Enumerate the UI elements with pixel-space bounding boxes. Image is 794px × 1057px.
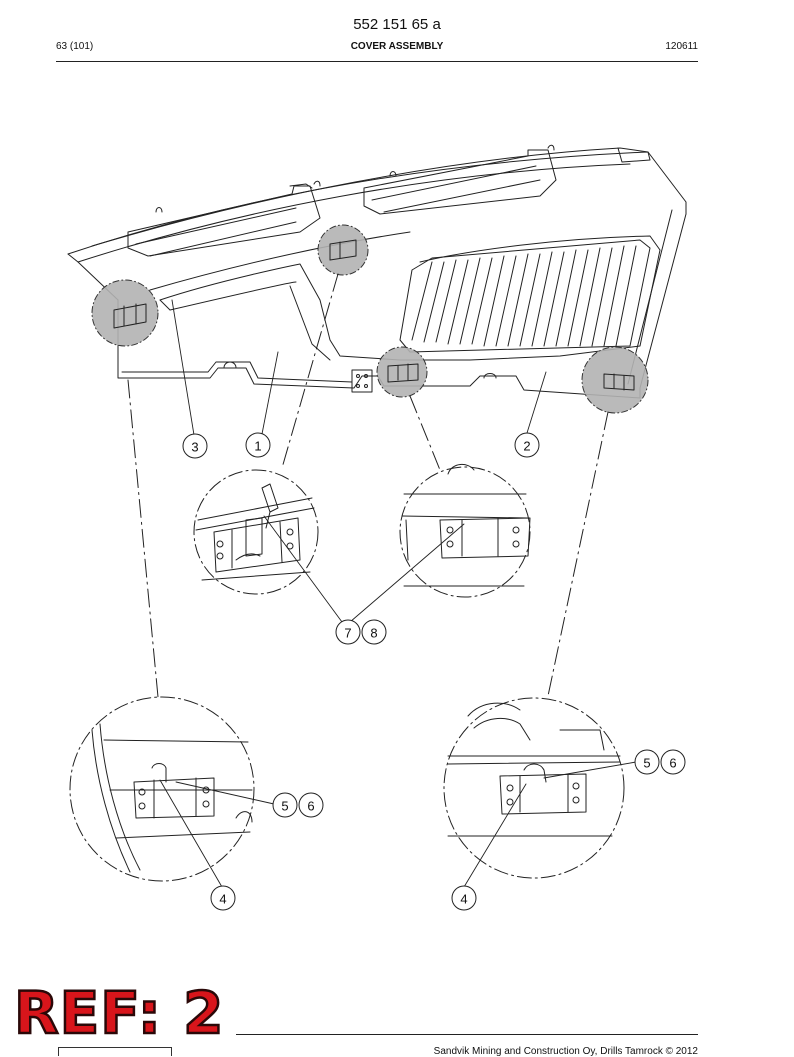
callout-5-left: 5 (281, 799, 288, 814)
leader-lines (159, 299, 637, 888)
projection-line-right (547, 411, 609, 697)
detail-view-bottom-right (443, 697, 625, 879)
callout-3: 3 (191, 440, 198, 455)
page-number: 63 (101) (56, 41, 94, 52)
hinge-details-small (113, 239, 635, 391)
highlight-zone-top (317, 224, 369, 276)
callout-6-left: 6 (307, 799, 314, 814)
projection-lines (127, 273, 609, 698)
callout-4-left: 4 (219, 892, 226, 907)
highlight-zone-left (91, 279, 159, 347)
header-divider (56, 61, 698, 62)
footer-divider (236, 1034, 698, 1035)
callout-bubbles (182, 432, 686, 911)
highlight-zone-center (376, 346, 428, 398)
callout-5-right: 5 (643, 756, 650, 771)
callout-1: 1 (254, 439, 261, 454)
stamp-underlay (58, 1047, 172, 1056)
detail-view-top-right (399, 464, 531, 598)
date-code: 120611 (665, 41, 698, 52)
projection-line-top (281, 273, 339, 469)
hinge-highlight-zones (91, 224, 649, 414)
callout-4-right: 4 (460, 892, 467, 907)
document-number: 552 151 65 a (353, 16, 441, 33)
callout-8: 8 (370, 626, 377, 641)
callout-7: 7 (344, 626, 351, 641)
callout-6-right: 6 (669, 756, 676, 771)
callout-2: 2 (523, 439, 530, 454)
ref-stamp: REF: 2 (13, 979, 225, 1047)
cover-assembly-drawing (67, 144, 687, 399)
projection-line-left (127, 379, 159, 698)
detail-view-top-left (193, 469, 319, 595)
page-title: COVER ASSEMBLY (350, 41, 444, 52)
footer-copyright: Sandvik Mining and Construction Oy, Dril… (433, 1046, 698, 1057)
highlight-zone-right (581, 346, 649, 414)
detail-view-bottom-left (69, 696, 255, 882)
projection-line-center (409, 395, 441, 471)
